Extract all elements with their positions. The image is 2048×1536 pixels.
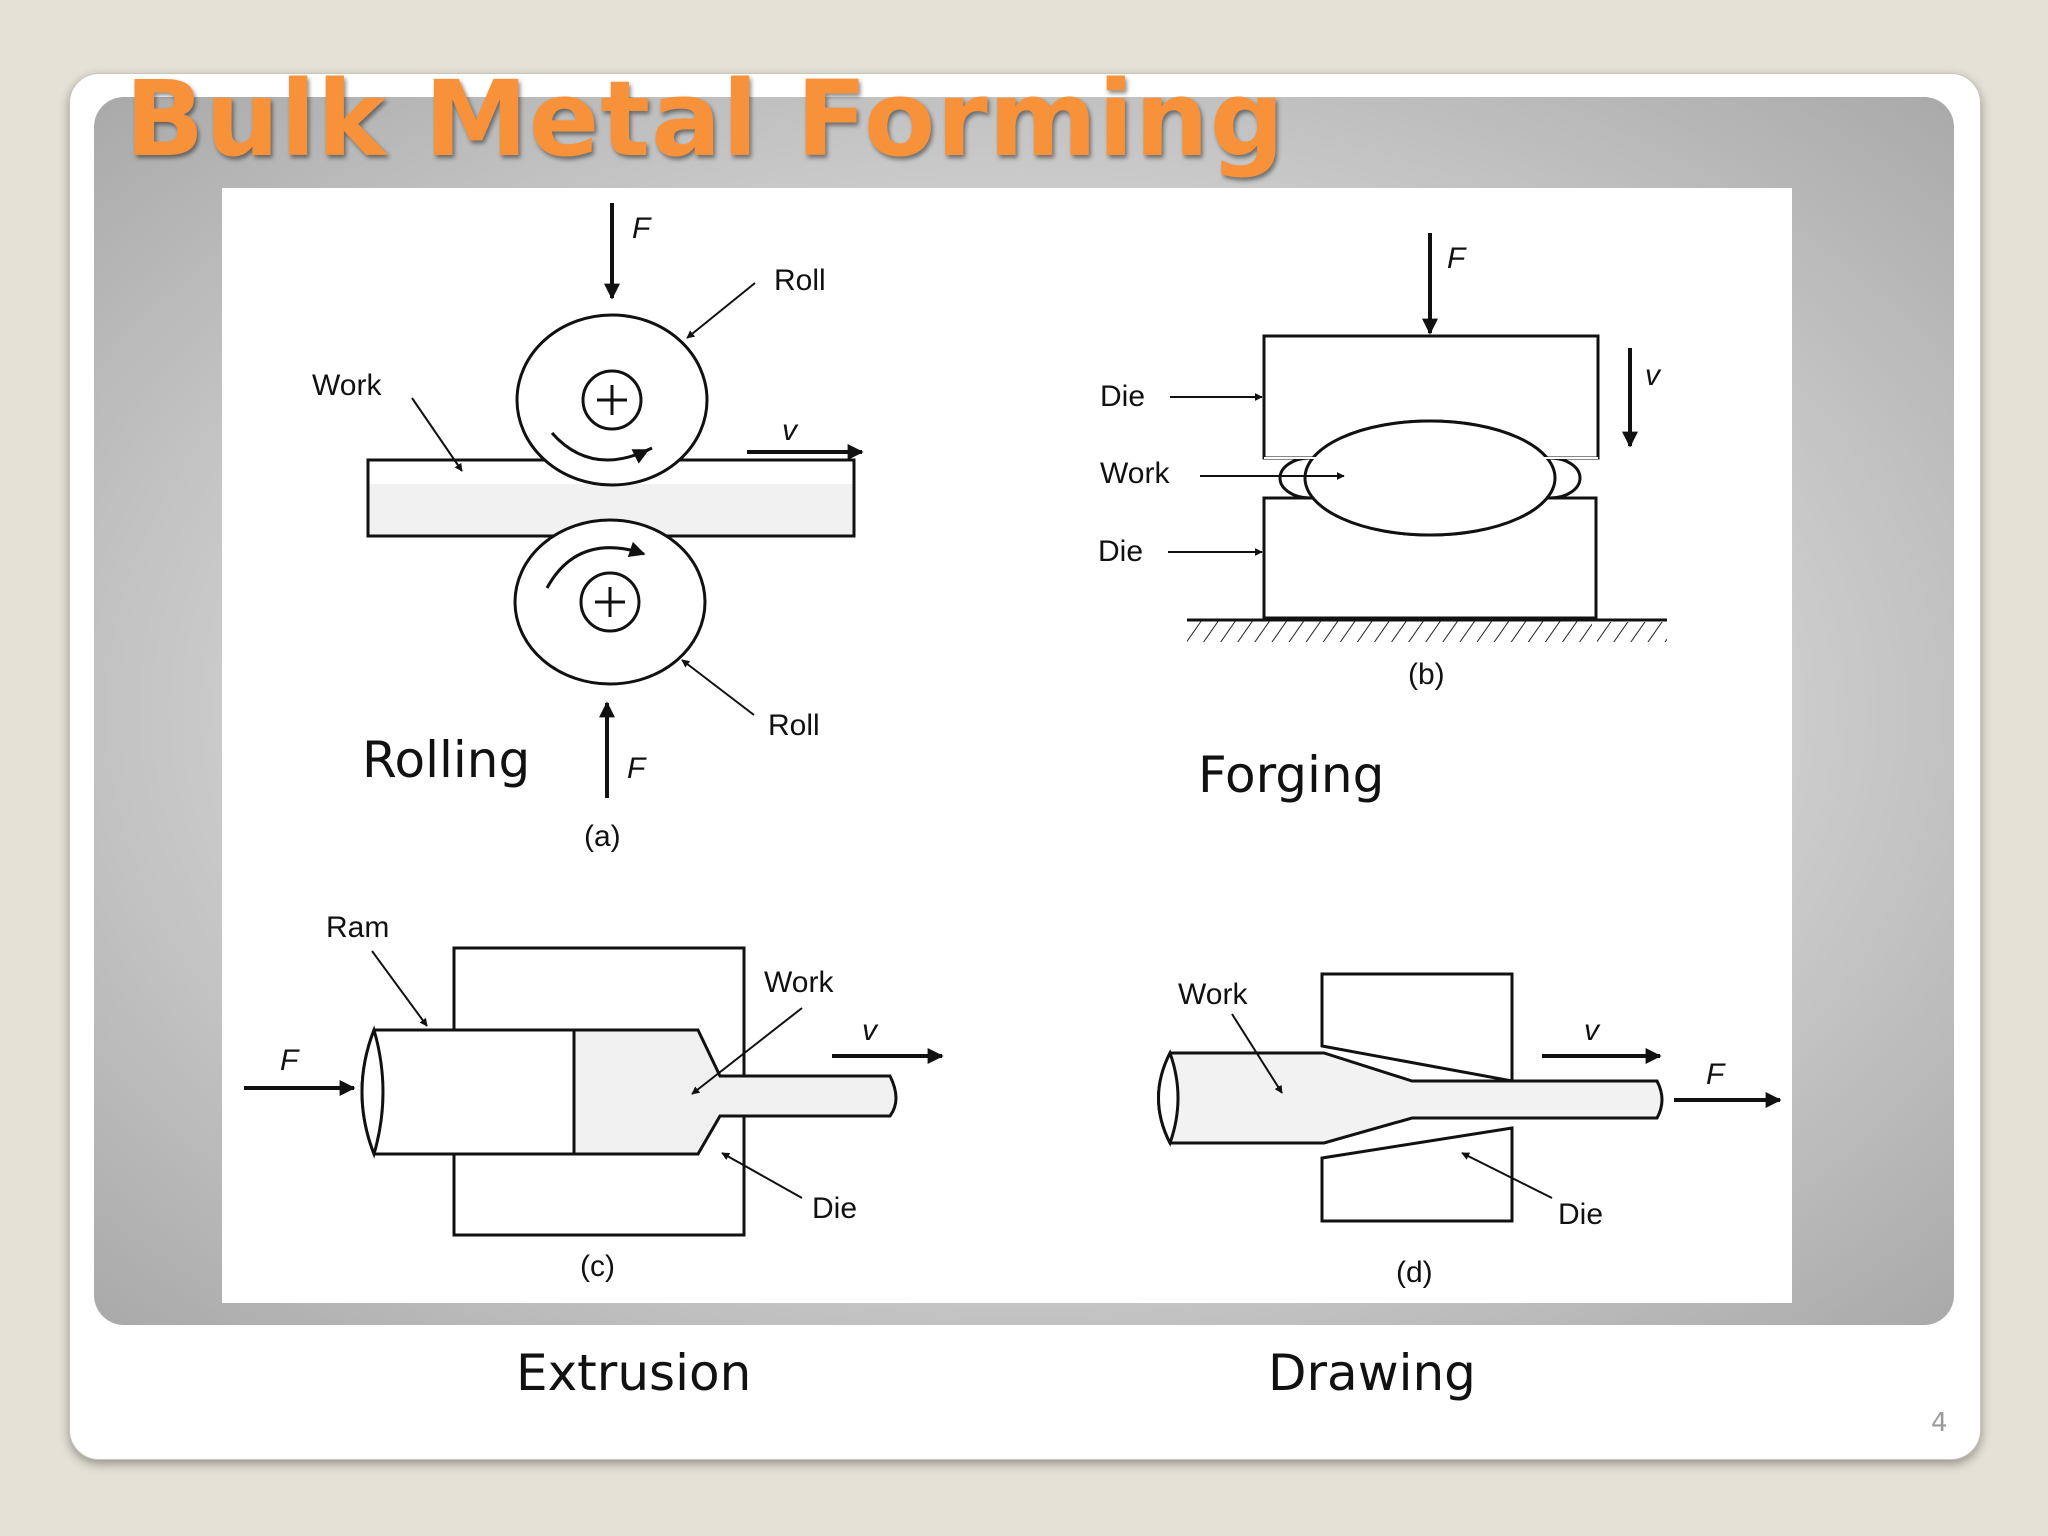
forging-force-label: F [1447, 242, 1467, 275]
extrusion-ram [360, 1028, 576, 1156]
extrusion-ram-label: Ram [326, 911, 389, 944]
rolling-figure-label: (a) [584, 820, 621, 853]
forging-work-label: Work [1100, 457, 1170, 490]
rolling-diagram [366, 203, 864, 798]
forging-die-bottom-label: Die [1098, 535, 1143, 568]
caption-rolling: Rolling [362, 731, 531, 789]
drawing-diagram [1157, 972, 1782, 1223]
caption-forging: Forging [1198, 746, 1385, 804]
rolling-roll-top-label: Roll [774, 264, 826, 297]
rolling-force-top-label: F [632, 212, 652, 245]
extrusion-diagram [244, 946, 944, 1237]
caption-extrusion: Extrusion [516, 1344, 752, 1402]
caption-drawing: Drawing [1268, 1344, 1476, 1402]
rolling-work-label: Work [312, 369, 382, 402]
extrusion-velocity-label: v [862, 1014, 879, 1047]
rolling-roll-bottom-label: Roll [768, 709, 820, 742]
forging-velocity-label: v [1645, 359, 1662, 392]
forging-figure-label: (b) [1408, 658, 1445, 691]
page-number: 4 [1931, 1408, 1948, 1438]
rolling-velocity-label: v [782, 414, 799, 447]
extrusion-billet [572, 1028, 898, 1156]
drawing-velocity-label: v [1584, 1014, 1601, 1047]
drawing-work-label: Work [1178, 978, 1248, 1011]
drawing-figure-label: (d) [1396, 1256, 1433, 1289]
rolling-force-bottom-label: F [627, 752, 647, 785]
extrusion-die-label: Die [812, 1192, 857, 1225]
extrusion-figure-label: (c) [580, 1250, 615, 1283]
drawing-bottom-die [1320, 1126, 1514, 1223]
drawing-force-label: F [1706, 1058, 1726, 1091]
forging-die-top-label: Die [1100, 380, 1145, 413]
extrusion-work-label: Work [764, 966, 834, 999]
extrusion-force-label: F [280, 1044, 300, 1077]
drawing-die-label: Die [1558, 1198, 1603, 1231]
slide-title: Bulk Metal Forming [125, 58, 1286, 180]
drawing-work [1157, 1051, 1664, 1145]
forging-diagram [1168, 233, 1667, 642]
forming-diagram: F Roll Work v Roll F (a) F v Die Work Di… [222, 188, 1792, 1303]
